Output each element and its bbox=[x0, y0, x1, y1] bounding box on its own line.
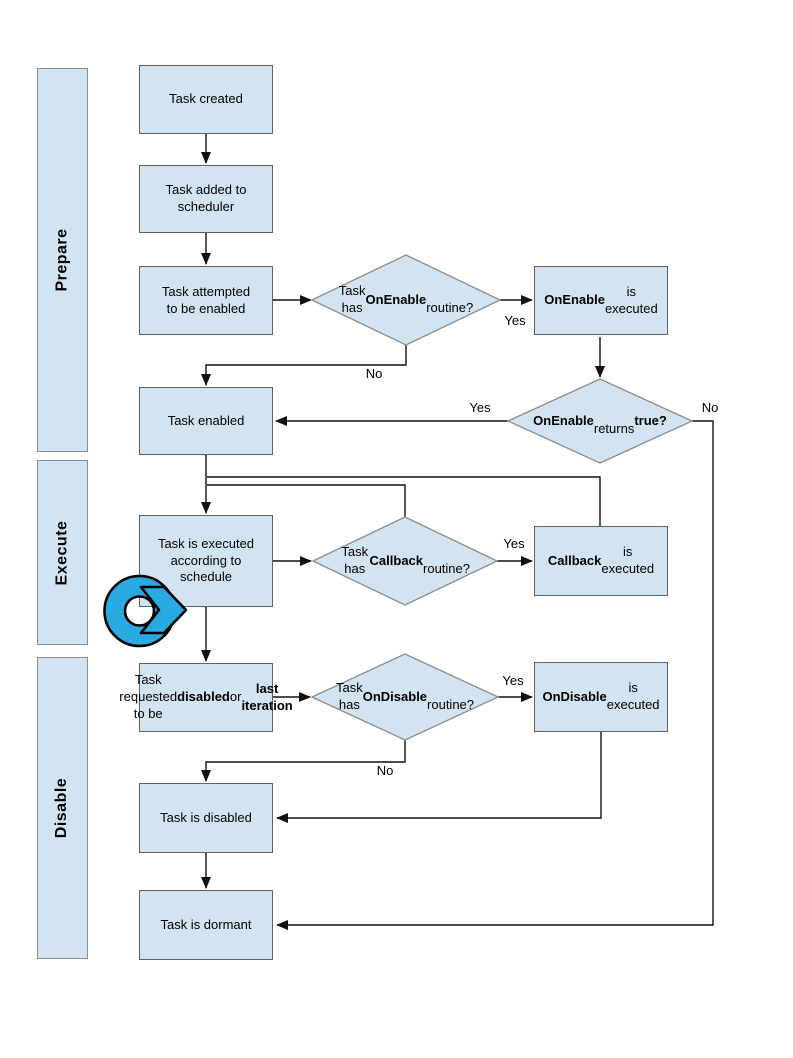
edge-label-yes: Yes bbox=[503, 536, 525, 551]
decision-onenable-returns-shape bbox=[506, 378, 694, 464]
node-task-requested-disabled-or-last-iteration: Task requested to be disabled or last it… bbox=[119, 663, 293, 732]
decision-has-onenable-shape bbox=[310, 254, 502, 346]
edge-ondisable-executed-to-disabled bbox=[276, 732, 602, 823]
edge-label-no: No bbox=[365, 366, 383, 381]
loop-arrowhead bbox=[139, 585, 188, 635]
edge-label-no: No bbox=[701, 400, 719, 415]
edge-has-ondisable-no bbox=[201, 740, 406, 782]
edge-has-callback-loopback bbox=[207, 484, 406, 517]
edge-callback-executed-loopback bbox=[207, 476, 601, 526]
edge-returns-no-to-dormant bbox=[276, 420, 714, 930]
edge-label-yes: Yes bbox=[504, 313, 526, 328]
node-ondisable-is-executed: OnDisable is executed bbox=[534, 662, 668, 732]
edge-label-yes: Yes bbox=[469, 400, 491, 415]
decision-has-ondisable-shape bbox=[310, 653, 500, 741]
lane-execute: Execute bbox=[37, 460, 88, 645]
node-task-is-disabled: Task is disabled bbox=[139, 783, 273, 853]
node-callback-is-executed: Callback is executed bbox=[534, 526, 668, 596]
loop-arrow-icon bbox=[103, 574, 188, 648]
node-task-created: Task created bbox=[139, 65, 273, 134]
node-task-is-dormant: Task is dormant bbox=[139, 890, 273, 960]
edge-has-onenable-no bbox=[201, 345, 407, 386]
node-task-enabled: Task enabled bbox=[139, 387, 273, 455]
edge-label-no: No bbox=[376, 763, 394, 778]
node-task-attempted-to-be-enabled: Task attempted to be enabled bbox=[139, 266, 273, 335]
node-onenable-is-executed: OnEnable is executed bbox=[534, 266, 668, 335]
edge-label-yes: Yes bbox=[502, 673, 524, 688]
lane-prepare: Prepare bbox=[37, 68, 88, 452]
lane-disable: Disable bbox=[37, 657, 88, 959]
node-task-added-to-scheduler: Task added to scheduler bbox=[139, 165, 273, 233]
decision-has-callback-shape bbox=[311, 516, 499, 606]
